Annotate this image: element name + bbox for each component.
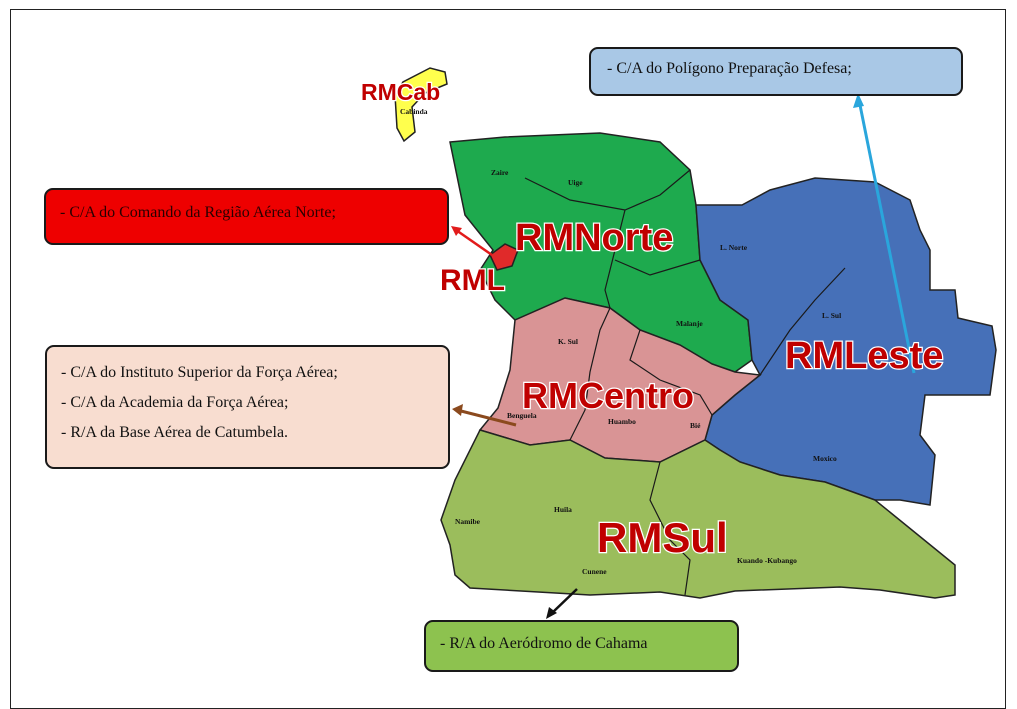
province-label-namibe: Namibe [455, 517, 481, 526]
region-label-centro: RMCentro [522, 375, 694, 416]
province-label-huila: Huila [554, 505, 572, 514]
callout-poligono-defesa: - C/A do Polígono Preparação Defesa; [589, 47, 963, 96]
province-border [604, 209, 626, 309]
arrow-defesa-head [853, 93, 864, 108]
callout-text: - C/A do Comando da Região Aérea Norte; [60, 204, 336, 221]
region-label-cabinda: RMCab [361, 79, 440, 105]
province-label-cabinda: Cabinda [400, 107, 428, 116]
province-label-cunene: Cunene [582, 567, 607, 576]
province-label-ksul: K. Sul [558, 337, 578, 346]
region-label-sul: RMSul [597, 514, 728, 561]
arrow-sul-head [546, 607, 557, 619]
callout-text: - C/A do Polígono Preparação Defesa; [607, 60, 852, 77]
arrow-defesa [857, 99, 916, 374]
region-label-luanda: RML [440, 264, 505, 297]
arrow-sul [551, 588, 578, 614]
callout-line: - R/A da Base Aérea de Catumbela. [61, 424, 289, 441]
province-border [649, 461, 691, 596]
province-label-benguela: Benguela [507, 411, 537, 420]
callout-line: - C/A da Academia da Força Aérea; [61, 394, 289, 411]
province-border [569, 307, 611, 441]
arrow-norte-head [451, 226, 462, 236]
province-label-bie: Bié [690, 421, 701, 430]
callout-comando-norte: - C/A do Comando da Região Aérea Norte; [44, 188, 449, 245]
province-border [759, 267, 846, 376]
callout-line: - C/A do Instituto Superior da Força Aér… [61, 364, 338, 381]
region-sul [440, 429, 956, 599]
arrow-centro-head [452, 404, 463, 416]
arrow-centro [460, 409, 517, 427]
region-cabinda [394, 67, 448, 143]
province-label-malanje: Malanje [676, 319, 703, 328]
callout-centro-list: - C/A do Instituto Superior da Força Aér… [45, 345, 450, 469]
province-border [614, 259, 701, 276]
province-label-lnorte: L. Norte [720, 243, 748, 252]
province-label-kuando: Kuando -Kubango [737, 556, 797, 565]
region-label-leste: RMLeste [785, 335, 943, 377]
province-label-uige: Uige [568, 178, 583, 187]
province-border [629, 329, 713, 416]
arrow-norte [455, 228, 493, 257]
province-label-moxico: Moxico [813, 454, 837, 463]
callout-aerodromo-cahama: - R/A do Aeródromo de Cahama [424, 620, 739, 672]
callout-text: - R/A do Aeródromo de Cahama [440, 635, 648, 652]
region-luanda [489, 243, 519, 271]
region-label-norte: RMNorte [515, 217, 673, 259]
province-label-zaire: Zaire [491, 168, 509, 177]
province-label-lsul: L. Sul [822, 311, 841, 320]
province-label-huambo: Huambo [608, 417, 636, 426]
